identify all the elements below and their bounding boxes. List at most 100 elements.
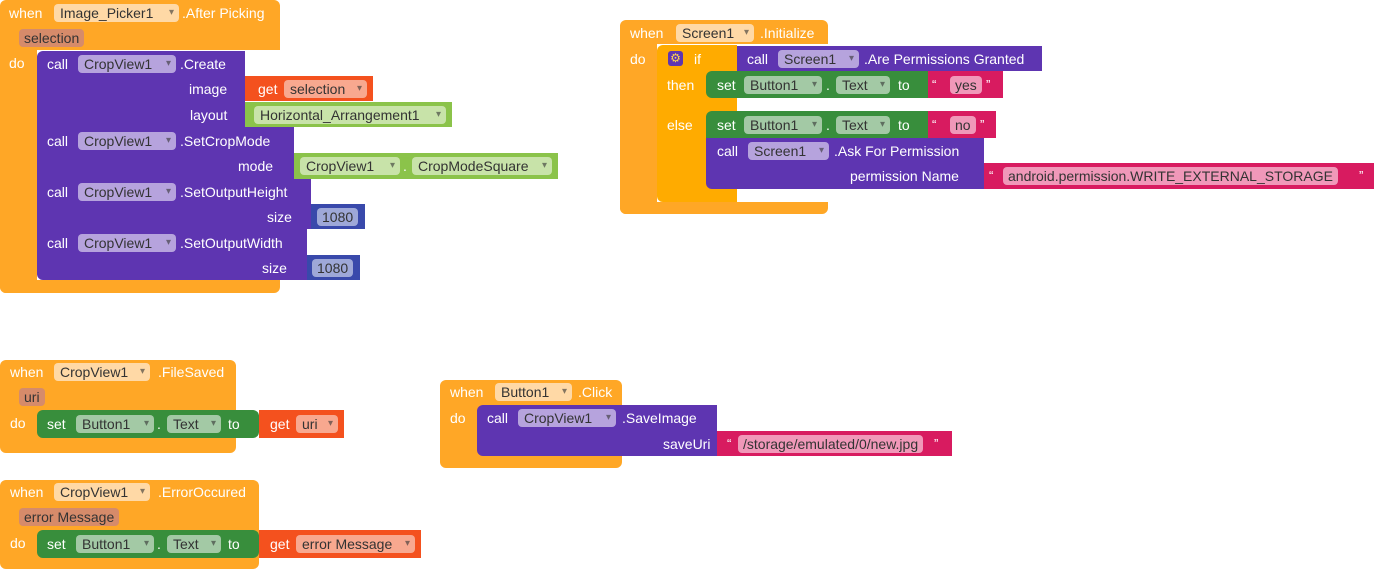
component-dropdown[interactable]: Screen1 — [748, 142, 829, 160]
event-parameter[interactable]: selection — [19, 29, 85, 47]
call-keyword: call — [47, 235, 69, 251]
component-dropdown[interactable]: Image_Picker1 — [54, 4, 179, 22]
component-dropdown[interactable]: CropView1 — [78, 55, 176, 73]
component-dropdown[interactable]: CropView1 — [518, 409, 616, 427]
event-name: .Initialize — [760, 25, 815, 41]
property-dropdown[interactable]: Text — [167, 535, 221, 553]
do-keyword: do — [10, 415, 26, 431]
quote-open: “ — [932, 77, 937, 92]
do-keyword: do — [10, 535, 26, 551]
get-keyword: get — [258, 81, 278, 97]
dot-separator: . — [157, 416, 161, 432]
component-dropdown[interactable]: Button1 — [76, 415, 154, 433]
event-name: .Click — [578, 384, 613, 400]
event-name: .After Picking — [182, 5, 265, 21]
event-name: .ErrorOccured — [158, 484, 246, 500]
gear-icon[interactable]: ⚙ — [668, 51, 683, 66]
event-block-file-saved[interactable]: when CropView1 .FileSaved uri do set But… — [0, 360, 345, 453]
method-name: .Create — [180, 56, 226, 72]
arg-label: saveUri — [663, 436, 711, 452]
dot-separator: . — [826, 77, 830, 93]
set-keyword: set — [47, 536, 66, 552]
component-dropdown[interactable]: CropView1 — [78, 132, 176, 150]
quote-open: “ — [727, 436, 732, 451]
quote-close: ” — [986, 77, 991, 92]
when-keyword: when — [450, 384, 484, 400]
to-keyword: to — [228, 416, 240, 432]
when-keyword: when — [10, 484, 44, 500]
call-keyword: call — [717, 143, 739, 159]
component-dropdown[interactable]: CropView1 — [54, 483, 150, 501]
set-keyword: set — [717, 117, 736, 133]
set-keyword: set — [47, 416, 66, 432]
call-keyword: call — [47, 133, 69, 149]
property-dropdown[interactable]: CropModeSquare — [412, 157, 552, 175]
call-keyword: call — [487, 410, 509, 426]
variable-dropdown[interactable]: selection — [284, 80, 367, 98]
call-keyword: call — [47, 184, 69, 200]
number-value[interactable]: 1080 — [312, 259, 354, 277]
component-dropdown[interactable]: Screen1 — [778, 50, 859, 68]
to-keyword: to — [898, 77, 910, 93]
arg-label: layout — [190, 107, 228, 123]
event-parameter[interactable]: uri — [19, 388, 45, 406]
component-dropdown[interactable]: Button1 — [744, 76, 822, 94]
event-block-error-occured[interactable]: when CropView1 .ErrorOccured error Messa… — [0, 480, 421, 569]
event-name: .FileSaved — [158, 364, 225, 380]
method-name: .Ask For Permission — [834, 143, 960, 159]
component-dropdown[interactable]: Button1 — [495, 383, 572, 401]
component-dropdown[interactable]: Horizontal_Arrangement1 — [254, 106, 446, 124]
property-dropdown[interactable]: Text — [167, 415, 221, 433]
method-name: .SetCropMode — [180, 133, 271, 149]
event-footer — [0, 280, 280, 293]
arg-label: image — [189, 81, 228, 97]
component-dropdown[interactable]: CropView1 — [54, 363, 150, 381]
set-keyword: set — [717, 77, 736, 93]
text-value[interactable]: yes — [950, 76, 982, 94]
component-dropdown[interactable]: CropView1 — [78, 234, 176, 252]
component-dropdown[interactable]: Screen1 — [676, 24, 754, 42]
when-keyword: when — [10, 364, 44, 380]
method-name: .Are Permissions Granted — [864, 51, 1025, 67]
event-block-image-picker-after-picking[interactable]: when Image_Picker1 .After Picking select… — [0, 0, 558, 293]
method-name: .SetOutputHeight — [180, 184, 288, 200]
if-keyword: if — [694, 51, 701, 67]
event-block-button-click[interactable]: when Button1 .Click do call CropView1 .S… — [440, 380, 952, 468]
quote-close: ” — [1359, 168, 1364, 183]
text-value[interactable]: /storage/emulated/0/new.jpg — [738, 435, 924, 453]
quote-close: ” — [934, 436, 939, 451]
do-keyword: do — [630, 51, 646, 67]
event-parameter[interactable]: error Message — [19, 508, 120, 526]
variable-dropdown[interactable]: error Message — [296, 535, 415, 553]
property-dropdown[interactable]: Text — [836, 76, 890, 94]
call-keyword: call — [47, 56, 69, 72]
component-dropdown[interactable]: CropView1 — [300, 157, 400, 175]
do-keyword: do — [9, 55, 25, 71]
text-value[interactable]: no — [950, 116, 976, 134]
event-block-screen-initialize[interactable]: when Screen1 .Initialize do ⚙ if then el… — [620, 20, 1374, 214]
component-dropdown[interactable]: Button1 — [744, 116, 822, 134]
component-dropdown[interactable]: CropView1 — [78, 183, 176, 201]
arg-label: size — [262, 260, 287, 276]
number-value[interactable]: 1080 — [317, 208, 359, 226]
event-spine — [620, 44, 657, 214]
do-keyword: do — [450, 410, 466, 426]
quote-open: “ — [932, 117, 937, 132]
method-name: .SetOutputWidth — [180, 235, 283, 251]
text-value[interactable]: android.permission.WRITE_EXTERNAL_STORAG… — [1003, 167, 1338, 185]
property-dropdown[interactable]: Text — [836, 116, 890, 134]
call-keyword: call — [747, 51, 769, 67]
arg-label: mode — [238, 158, 274, 174]
arg-label: permission Name — [850, 168, 959, 184]
variable-dropdown[interactable]: uri — [296, 415, 338, 433]
to-keyword: to — [228, 536, 240, 552]
when-keyword: when — [9, 5, 43, 21]
method-name: .SaveImage — [622, 410, 697, 426]
get-keyword: get — [270, 416, 290, 432]
event-spine — [0, 50, 37, 293]
else-keyword: else — [667, 117, 693, 133]
component-dropdown[interactable]: Button1 — [76, 535, 154, 553]
dot-separator: . — [826, 117, 830, 133]
then-keyword: then — [667, 77, 695, 93]
quote-close: ” — [980, 117, 985, 132]
